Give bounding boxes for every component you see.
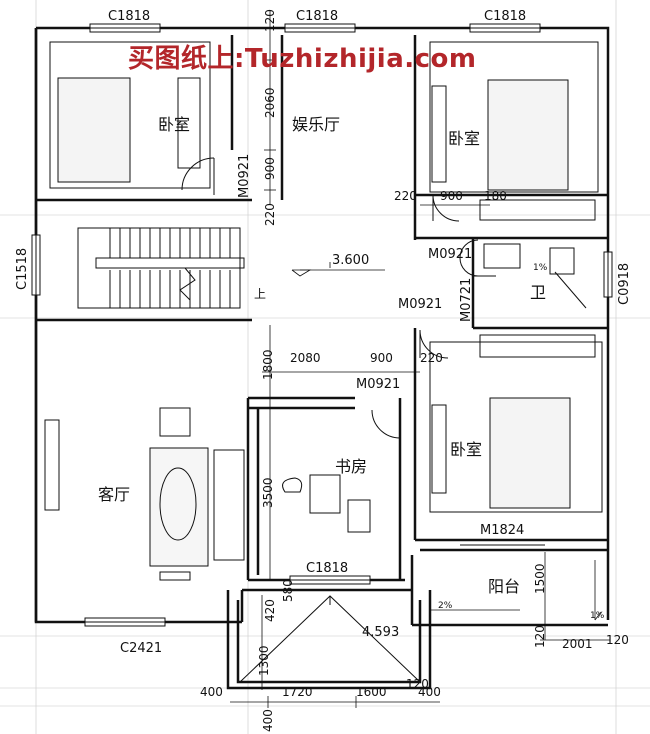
room-study: 书房 [335, 457, 367, 476]
dim-220-b: 220 [420, 351, 443, 365]
room-balcony: 阳台 [488, 577, 520, 596]
floor-level: 3.600 [332, 253, 369, 268]
dim-580: 580 [281, 579, 295, 602]
dim-2060: 2060 [263, 87, 277, 118]
dim-120-right-1: 120 [533, 625, 547, 648]
door-code-bath: M0721 [459, 278, 474, 322]
door-code-bedroom-r: M0921 [398, 297, 442, 312]
dim-2001: 2001 [562, 637, 593, 651]
window-code-bottom: C2421 [120, 641, 162, 656]
dim-220-a: 220 [394, 189, 417, 203]
roof-level: 4.593 [362, 625, 399, 640]
window-code-left: C1518 [15, 248, 30, 290]
slope-balcony: 2% [438, 601, 453, 611]
room-bathroom: 卫 [530, 283, 546, 302]
door-code-study: M0921 [356, 377, 400, 392]
porch-roof [239, 595, 421, 683]
dim-220-vertical: 220 [263, 203, 277, 226]
dim-400-c: 400 [261, 709, 275, 732]
staircase [77, 227, 245, 309]
door-code-bedroom-tr: M0921 [428, 247, 472, 262]
dim-1600: 1600 [356, 685, 387, 699]
dim-180: 180 [484, 189, 507, 203]
room-living: 客厅 [98, 485, 130, 504]
room-bedroom-right: 卧室 [450, 440, 482, 459]
window-code-top-left: C1818 [108, 9, 150, 24]
furniture [44, 41, 603, 581]
windows [31, 23, 613, 627]
dim-120-top: 120 [263, 9, 277, 32]
dim-1720: 1720 [282, 685, 313, 699]
door-code-bedroom-tl: M0921 [237, 154, 252, 198]
window-code-right: C0918 [617, 263, 632, 305]
dim-900-b: 900 [370, 351, 393, 365]
dim-120-right-2: 120 [606, 633, 629, 647]
dim-1500: 1500 [533, 563, 547, 594]
door-code-balcony: M1824 [480, 523, 524, 538]
stair-up-label: 上 [254, 287, 266, 301]
dim-900-vertical: 900 [263, 157, 277, 180]
dim-3500: 3500 [261, 477, 275, 508]
window-code-top-right: C1818 [484, 9, 526, 24]
dim-900-a: 900 [440, 189, 463, 203]
dim-1300: 1300 [257, 645, 271, 676]
window-code-study: C1818 [306, 561, 348, 576]
slope-side: 1% [590, 611, 605, 621]
dim-120-bottom: 120 [406, 677, 429, 691]
dim-400-b: 400 [418, 685, 441, 699]
dimension-lines [230, 10, 610, 708]
dim-2080: 2080 [290, 351, 321, 365]
dim-1800: 1800 [261, 349, 275, 380]
window-code-top-mid: C1818 [296, 9, 338, 24]
walls [34, 26, 610, 690]
dim-400-a: 400 [200, 685, 223, 699]
room-bedroom-top-left: 卧室 [158, 115, 190, 134]
slope-bath: 1% [533, 263, 548, 273]
room-entertainment: 娱乐厅 [292, 115, 340, 134]
watermark-text: 买图纸上:Tuzhizhijia.com [128, 44, 477, 74]
dim-420: 420 [263, 599, 277, 622]
doors [181, 157, 545, 546]
room-bedroom-top-right: 卧室 [448, 129, 480, 148]
